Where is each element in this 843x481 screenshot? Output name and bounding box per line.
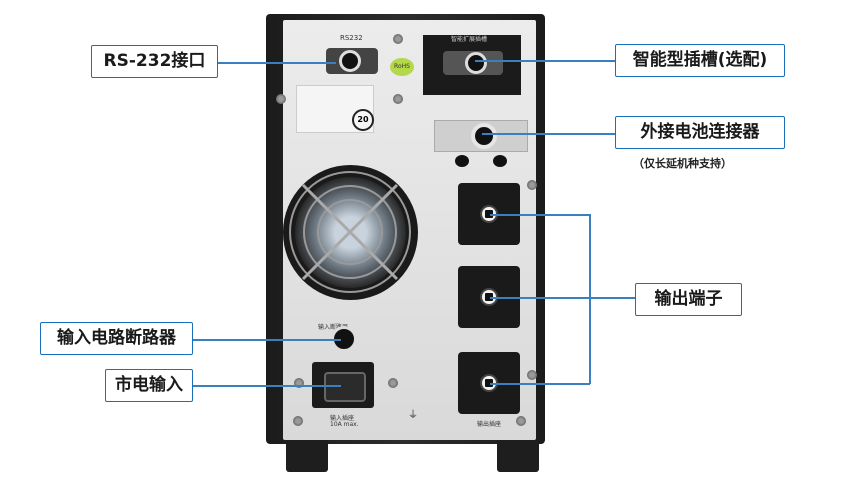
screw [393, 34, 403, 44]
leader-line-breaker [193, 339, 341, 341]
screw [527, 180, 537, 190]
smart-slot: 智能扩展插槽 [423, 35, 521, 95]
indicator-right [493, 155, 507, 167]
screw [276, 94, 286, 104]
leader-line-out1 [490, 214, 590, 216]
screw [393, 94, 403, 104]
device-foot-right [497, 438, 539, 472]
leader-line-battery [482, 133, 615, 135]
screw [294, 378, 304, 388]
callout-mains: 市电输入 [105, 369, 193, 402]
callout-ext-battery-note: （仅长延机种支持） [633, 157, 732, 170]
output-label: 输出插座 [477, 421, 502, 428]
screw [516, 416, 526, 426]
leader-line-out3 [490, 383, 590, 385]
leader-line-rs232 [218, 62, 336, 64]
input-socket-label: 输入插座 [330, 415, 355, 422]
callout-smart-slot: 智能型插槽(选配) [615, 44, 785, 77]
leader-line-bracket [589, 214, 591, 384]
callout-breaker: 输入电路断路器 [40, 322, 193, 355]
breaker-label: 输入断路器 [318, 324, 349, 331]
leader-line-mains [193, 385, 341, 387]
rs232-port-label: RS232 [340, 34, 363, 42]
rohs-sticker: RoHS [390, 58, 414, 76]
smart-slot-label: 智能扩展插槽 [451, 36, 488, 43]
ext-battery-connector [434, 120, 528, 152]
callout-ext-battery: 外接电池连接器 [615, 116, 785, 149]
leader-line-out2 [490, 297, 635, 299]
rs232-port [326, 48, 378, 74]
fan-grill-icon [289, 171, 411, 293]
callout-rs232: RS-232接口 [91, 45, 218, 78]
callout-output: 输出端子 [635, 283, 742, 316]
screw [388, 378, 398, 388]
input-rating: 10A max. [330, 421, 359, 428]
device-foot-left [286, 438, 328, 472]
ground-icon: ⏚ [408, 410, 418, 421]
leader-line-slot [475, 60, 615, 62]
screw [527, 370, 537, 380]
cert-mark: 20 [352, 109, 374, 131]
cooling-fan [283, 165, 418, 300]
screw [293, 416, 303, 426]
indicator-left [455, 155, 469, 167]
